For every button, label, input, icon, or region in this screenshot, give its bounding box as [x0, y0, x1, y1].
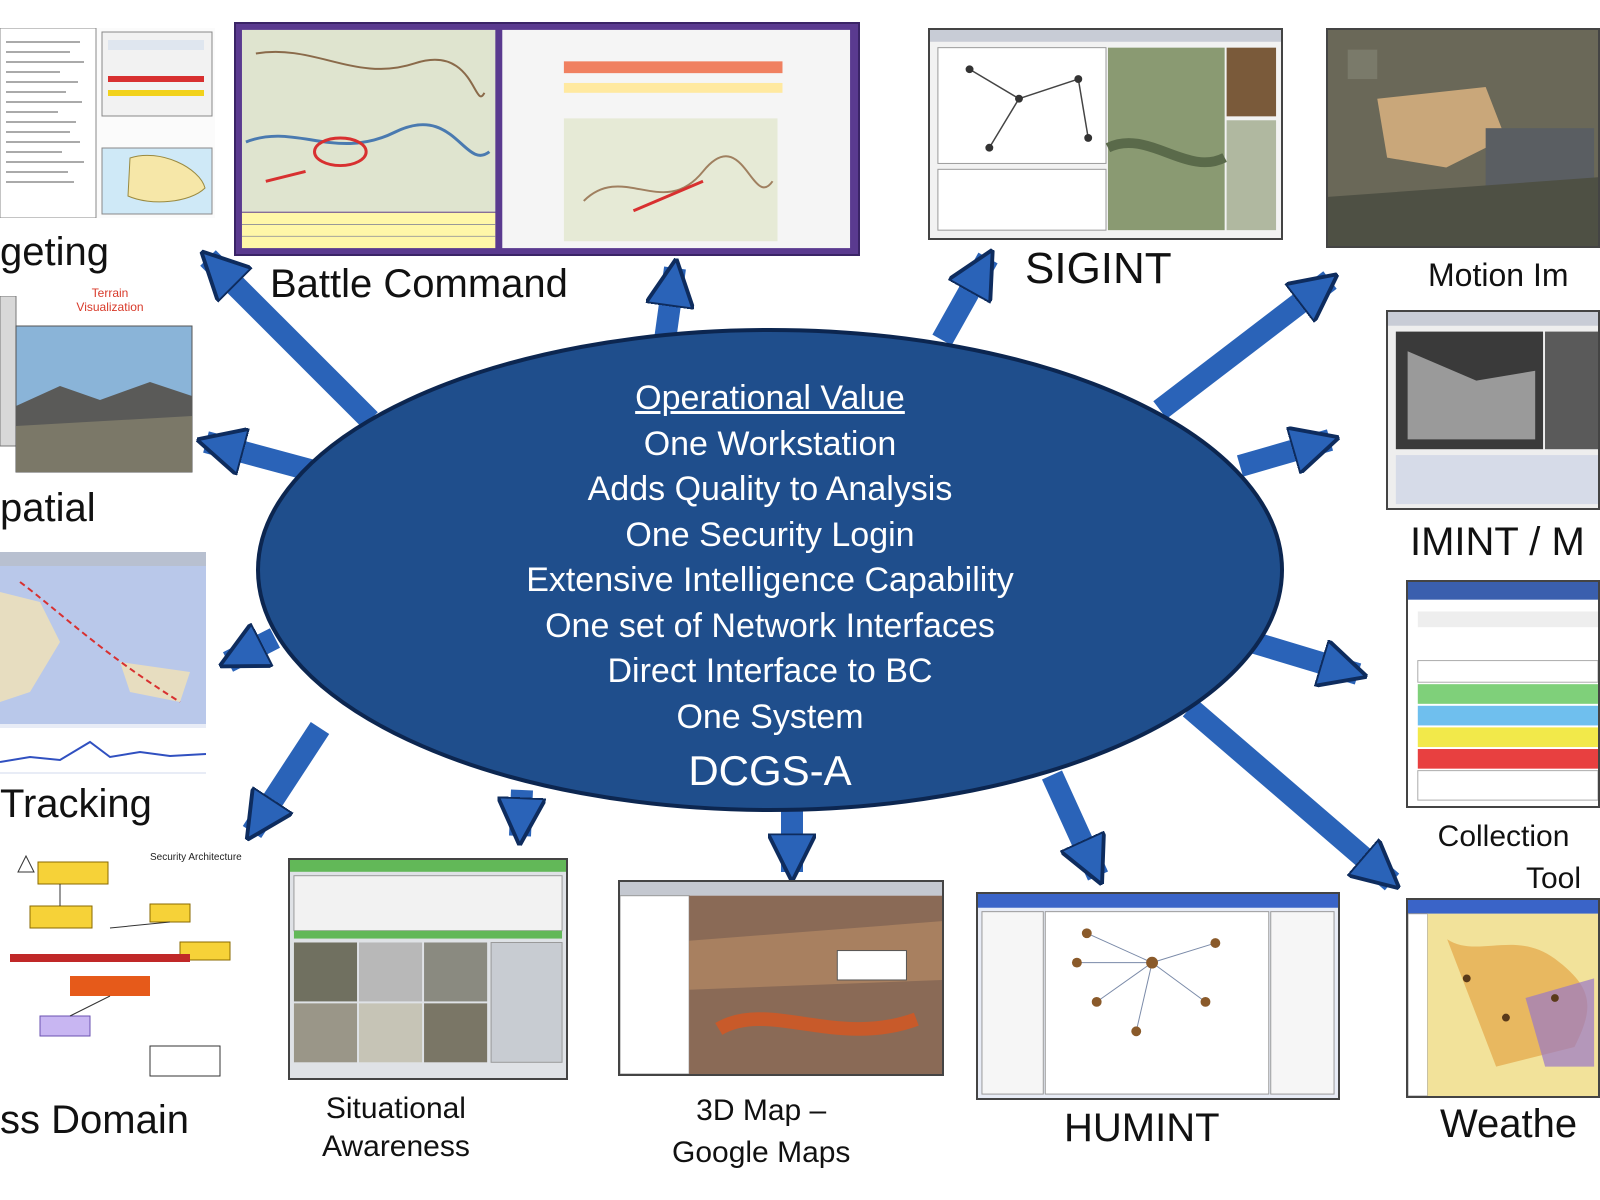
arrow-to-weather	[1182, 699, 1392, 882]
label-3d-map-line-1: 3D Map –	[696, 1094, 827, 1127]
label-targeting: geting	[0, 230, 109, 274]
collection-tool-screenshot	[1406, 580, 1600, 808]
label-collection-line-1: Collection	[1437, 820, 1570, 853]
sigint-screenshot	[928, 28, 1283, 240]
arrow-to-geospatial	[206, 442, 313, 481]
terrain-caption-line-1: Terrain	[91, 286, 129, 300]
label-battle-command: Battle Command	[270, 262, 568, 306]
targeting-screenshot	[0, 28, 215, 218]
terrain-caption-line-2: Visualization	[76, 300, 144, 314]
weather-screenshot	[1406, 898, 1600, 1098]
arrow-to-imint	[1236, 440, 1330, 477]
label-sigint: SIGINT	[1025, 244, 1172, 293]
terrain-caption: Terrain Visualization	[40, 286, 180, 314]
hub-line-2: Adds Quality to Analysis	[587, 470, 953, 508]
tracking-screenshot	[0, 552, 206, 774]
label-situational-line-1: Situational	[325, 1092, 466, 1125]
hub-line-7: One System	[676, 697, 864, 736]
arrow-to-sigint	[932, 258, 998, 346]
hub-line-3: One Security Login	[625, 515, 915, 554]
label-collection-line-2: Tool	[1526, 862, 1582, 895]
label-weather: Weathe	[1440, 1102, 1578, 1146]
hub-text-block: Operational Value One Workstation Adds Q…	[440, 376, 1100, 796]
imint-screenshot	[1386, 310, 1600, 510]
arrow-to-situational	[520, 789, 522, 836]
arrow-to-motion-imagery	[1153, 271, 1330, 419]
label-cross-domain: ss Domain	[0, 1098, 189, 1142]
hub-heading: Operational Value	[635, 379, 905, 417]
cross-domain-caption: Security Architecture	[150, 852, 242, 863]
label-situational-line-2: Awareness	[322, 1130, 470, 1163]
hub-line-4: Extensive Intelligence Capability	[526, 561, 1014, 599]
label-tracking: Tracking	[0, 782, 152, 826]
hub-system-name: DCGS-A	[688, 747, 852, 794]
humint-screenshot	[976, 892, 1340, 1100]
arrow-to-battle-command	[665, 268, 675, 342]
geospatial-screenshot	[0, 296, 194, 474]
label-motion-imagery: Motion Im	[1428, 257, 1569, 293]
arrow-to-tracking	[228, 638, 281, 672]
label-3d-map-line-2: Google Maps	[672, 1136, 851, 1169]
label-situational-awareness: Situational Awareness	[322, 1090, 470, 1166]
motion-imagery-screenshot	[1326, 28, 1600, 248]
arrow-to-cross-domain	[242, 721, 330, 832]
hub-ellipse	[256, 328, 1284, 812]
label-imint: IMINT / M	[1410, 520, 1585, 564]
hub-line-1: One Workstation	[643, 424, 897, 463]
hub-line-6: Direct Interface to BC	[607, 652, 933, 690]
google-maps-3d-screenshot	[618, 880, 944, 1076]
arrow-to-targeting	[208, 258, 378, 428]
arrow-to-collection	[1241, 629, 1358, 674]
label-humint: HUMINT	[1064, 1106, 1220, 1150]
cross-domain-screenshot	[0, 846, 254, 1090]
arrow-to-humint	[1041, 770, 1109, 876]
hub-line-5: One set of Network Interfaces	[545, 606, 995, 645]
label-3d-map: 3D Map – Google Maps	[672, 1090, 850, 1174]
label-collection-tool: Collection Tool	[1426, 816, 1581, 900]
label-geospatial: patial	[0, 486, 96, 530]
battle-command-screenshot	[234, 22, 860, 256]
situational-awareness-screenshot	[288, 858, 568, 1080]
